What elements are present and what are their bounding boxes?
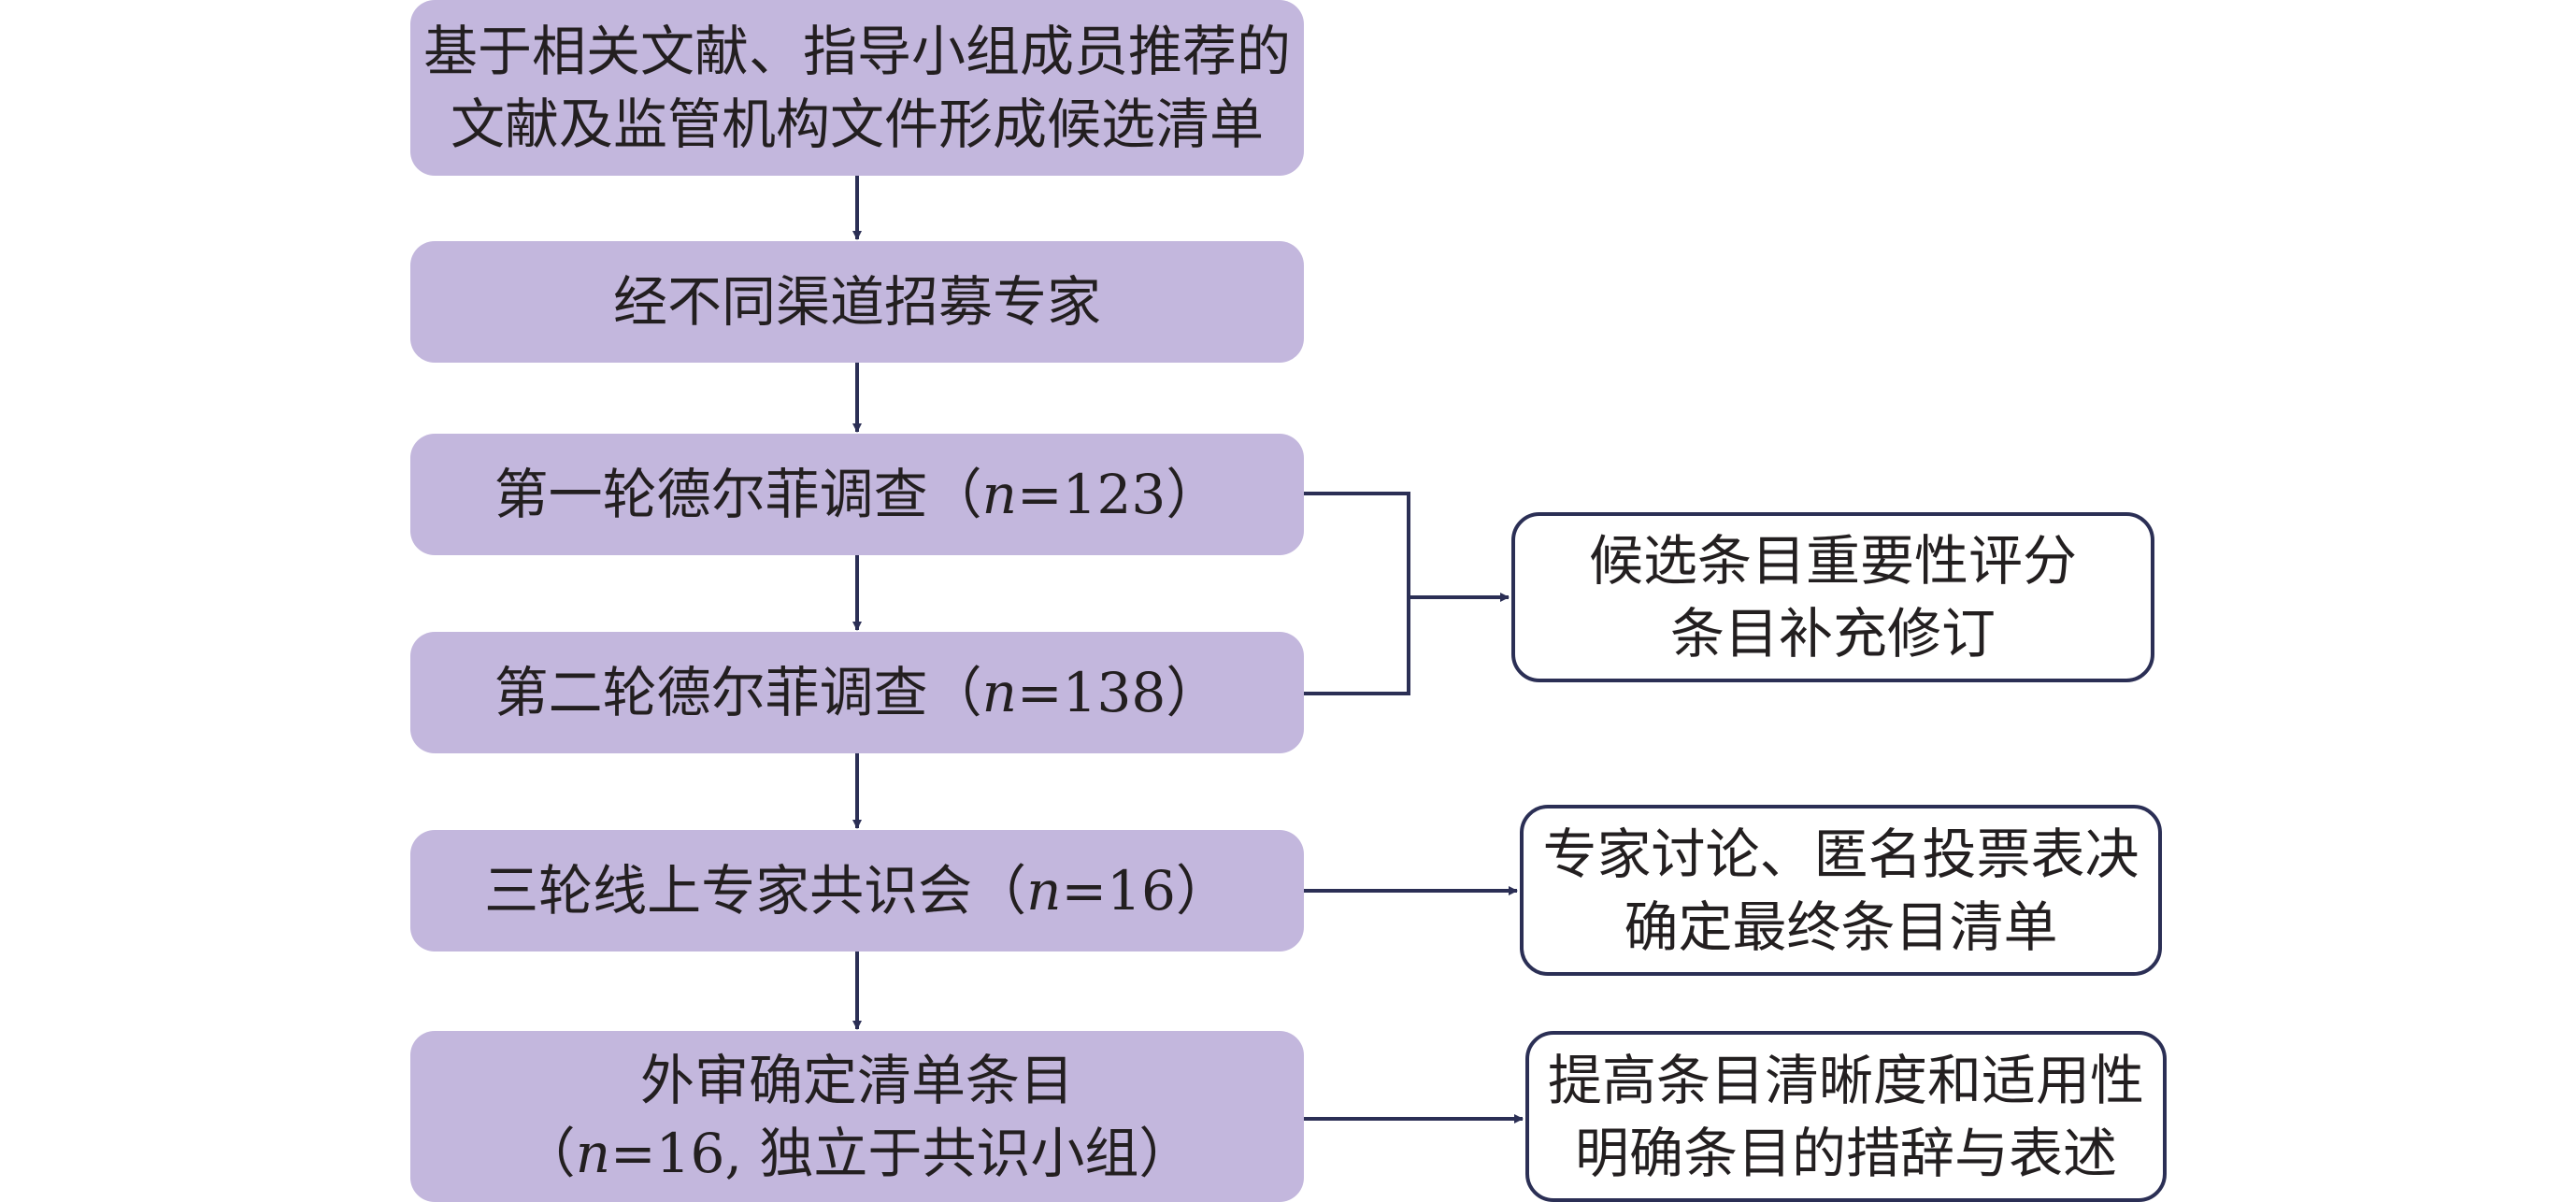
step-consensus-meetings: 三轮线上专家共识会（n=16） <box>410 830 1304 952</box>
step-external-review-line-2: （n=16, 独立于共识小组） <box>522 1117 1194 1190</box>
sample-size-symbol: n <box>981 463 1018 526</box>
step-external-review-line-1: 外审确定清单条目 <box>639 1048 1074 1112</box>
step-candidate-list: 基于相关文献、指导小组成员推荐的 文献及监管机构文件形成候选清单 <box>410 0 1304 176</box>
step-candidate-list-line-2: 文献及监管机构文件形成候选清单 <box>450 93 1264 156</box>
step-delphi-round-1-count: =123） <box>1017 463 1221 526</box>
note-consensus-outcome-line-2: 确定最终条目清单 <box>1624 894 2058 959</box>
note-review-outcome-line-2: 明确条目的措辞与表述 <box>1574 1121 2117 1185</box>
step-consensus-meetings-prefix: 三轮线上专家共识会（ <box>484 859 1027 923</box>
step-candidate-list-line-1: 基于相关文献、指导小组成员推荐的 <box>422 20 1291 83</box>
sample-size-symbol: n <box>1026 859 1062 923</box>
note-consensus-outcome: 专家讨论、匿名投票表决 确定最终条目清单 <box>1520 805 2162 976</box>
step-recruit-experts: 经不同渠道招募专家 <box>410 241 1304 363</box>
note-delphi-outcome-line-1: 候选条目重要性评分 <box>1588 529 2077 593</box>
note-delphi-outcome: 候选条目重要性评分 条目补充修订 <box>1511 512 2154 682</box>
step-delphi-round-2-count: =138） <box>1017 661 1221 724</box>
note-review-outcome-line-1: 提高条目清晰度和适用性 <box>1547 1048 2144 1112</box>
step-consensus-meetings-count: =16） <box>1061 859 1230 923</box>
step-external-review-prefix: （ <box>521 1121 576 1185</box>
sample-size-symbol: n <box>981 661 1018 724</box>
step-delphi-round-1-label: 第一轮德尔菲调查（n=123） <box>494 458 1221 531</box>
bracket-delphi-rounds <box>1304 492 1410 695</box>
note-review-outcome: 提高条目清晰度和适用性 明确条目的措辞与表述 <box>1525 1031 2167 1202</box>
step-delphi-round-2: 第二轮德尔菲调查（n=138） <box>410 632 1304 753</box>
step-recruit-experts-label: 经不同渠道招募专家 <box>612 270 1101 334</box>
step-consensus-meetings-label: 三轮线上专家共识会（n=16） <box>484 854 1230 927</box>
step-delphi-round-2-prefix: 第二轮德尔菲调查（ <box>494 661 982 724</box>
step-delphi-round-1-prefix: 第一轮德尔菲调查（ <box>494 463 982 526</box>
note-consensus-outcome-line-1: 专家讨论、匿名投票表决 <box>1542 822 2140 886</box>
step-external-review-count: =16, 独立于共识小组） <box>610 1121 1194 1185</box>
step-delphi-round-1: 第一轮德尔菲调查（n=123） <box>410 434 1304 555</box>
note-delphi-outcome-line-2: 条目补充修订 <box>1669 602 1996 665</box>
step-external-review: 外审确定清单条目 （n=16, 独立于共识小组） <box>410 1031 1304 1202</box>
step-delphi-round-2-label: 第二轮德尔菲调查（n=138） <box>494 656 1221 729</box>
sample-size-symbol: n <box>575 1121 611 1185</box>
